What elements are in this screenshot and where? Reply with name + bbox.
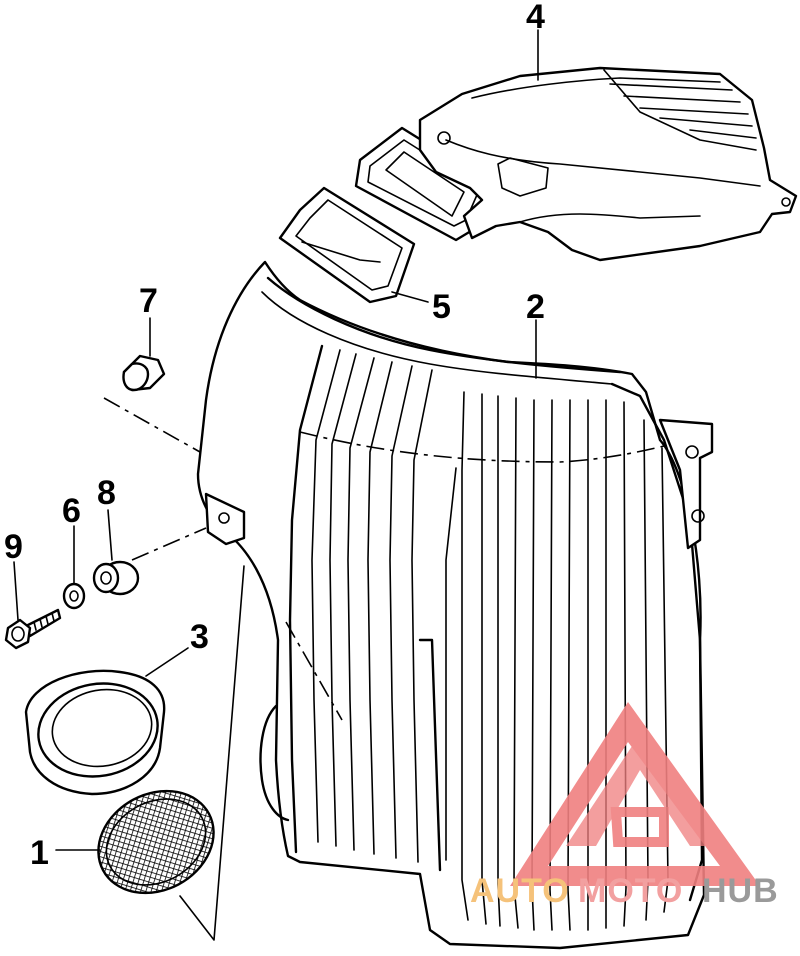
mesh-screen-part-1 (97, 789, 215, 895)
callout-9: 9 (4, 528, 23, 566)
callout-labels: 4 2 5 7 8 6 9 3 1 (4, 0, 545, 872)
leader-lines (13, 29, 539, 851)
seal-frame-lower (278, 186, 416, 304)
alignment-lines (103, 397, 343, 941)
watermark-moto: MOTO (578, 872, 683, 910)
watermark-logo (510, 702, 760, 886)
callout-3: 3 (190, 618, 209, 656)
callout-2: 2 (526, 288, 545, 326)
watermark-text: AUTO MOTO HUB (470, 872, 779, 910)
ring-part-3 (24, 669, 166, 796)
callout-7: 7 (139, 282, 158, 320)
watermark-hub: HUB (702, 872, 779, 910)
callout-1: 1 (30, 834, 49, 872)
plug-part-7 (122, 354, 166, 392)
air-filter-housing (196, 260, 714, 950)
washer-part-6 (62, 582, 86, 610)
callout-8: 8 (97, 474, 116, 512)
bolt-part-9 (4, 608, 62, 650)
callout-5: 5 (432, 288, 451, 326)
callout-4: 4 (526, 0, 545, 36)
grommet-part-8 (92, 560, 140, 596)
air-intake-duct (418, 66, 798, 262)
callout-6: 6 (62, 492, 81, 530)
watermark-auto: AUTO (470, 872, 570, 910)
